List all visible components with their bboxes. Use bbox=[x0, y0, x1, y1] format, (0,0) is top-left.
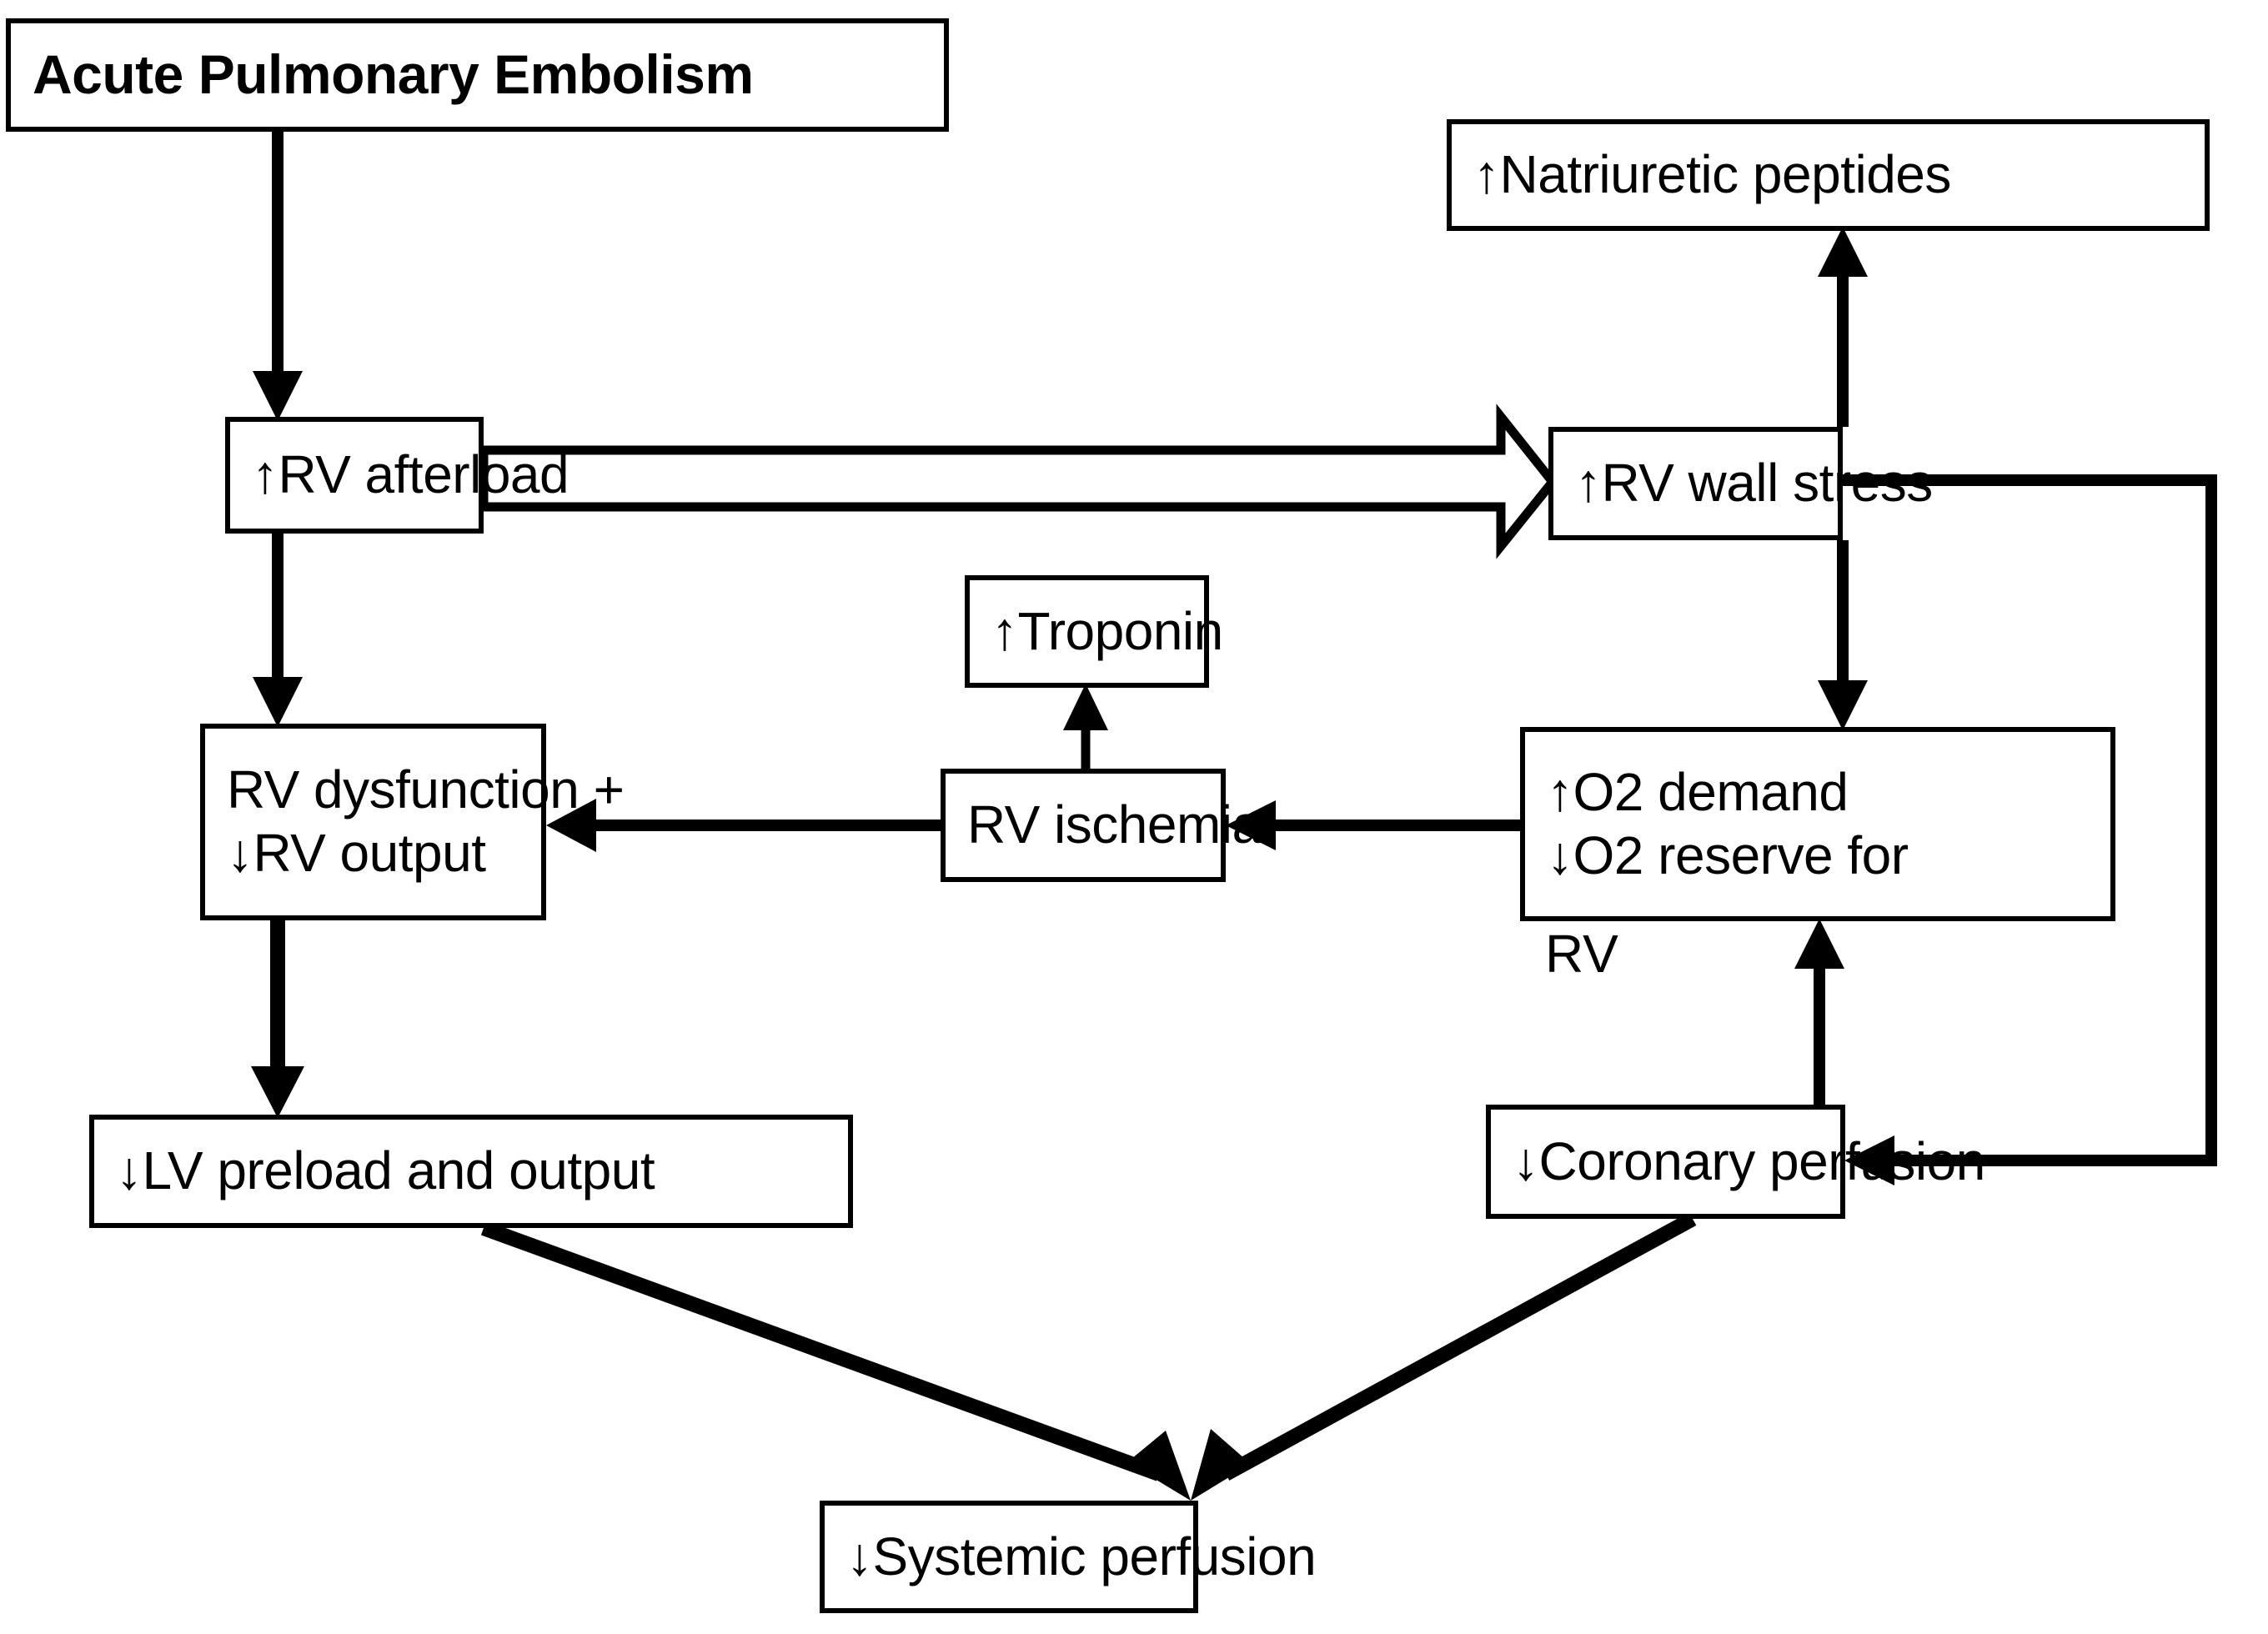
edge-coronary-to-systemic bbox=[1191, 1212, 1697, 1501]
edge-afterload-to-dysfunction bbox=[253, 534, 303, 727]
node-rv-wall-stress[interactable]: ↑RV wall stress bbox=[1548, 427, 1933, 540]
edge-afterload-to-wallstress bbox=[479, 403, 1559, 559]
edge-lv-to-systemic bbox=[480, 1220, 1191, 1501]
node-rv-wall-stress-label: ↑RV wall stress bbox=[1575, 453, 1933, 514]
node-systemic-perfusion-label: ↓Systemic perfusion bbox=[846, 1526, 1317, 1586]
node-lv-preload-output-label: ↓LV preload and output bbox=[116, 1140, 655, 1201]
edge-wallstress-to-coronary bbox=[1843, 474, 2217, 1185]
node-o2-demand-reserve-overflow-label: RV bbox=[1545, 924, 1618, 984]
node-coronary-perfusion[interactable]: ↓Coronary perfusion bbox=[1486, 1105, 1985, 1219]
node-systemic-perfusion[interactable]: ↓Systemic perfusion bbox=[820, 1501, 1317, 1613]
edge-coronary-to-o2 bbox=[1794, 919, 1844, 1105]
node-natriuretic-peptides[interactable]: ↑Natriuretic peptides bbox=[1447, 119, 2210, 231]
node-coronary-perfusion-label: ↓Coronary perfusion bbox=[1513, 1130, 1985, 1191]
edge-dysfunction-to-lv bbox=[251, 920, 304, 1118]
node-natriuretic-peptides-label: ↑Natriuretic peptides bbox=[1473, 144, 1951, 205]
node-acute-pe[interactable]: Acute Pulmonary Embolism bbox=[6, 18, 949, 132]
edge-pe-to-afterload bbox=[253, 132, 303, 421]
node-lv-preload-output[interactable]: ↓LV preload and output bbox=[89, 1115, 853, 1228]
node-troponin-label: ↑Troponin bbox=[991, 600, 1223, 661]
node-acute-pe-label: Acute Pulmonary Embolism bbox=[33, 43, 754, 106]
node-troponin[interactable]: ↑Troponin bbox=[965, 575, 1223, 688]
node-rv-dysfunction[interactable]: RV dysfunction + ↓RV output bbox=[200, 724, 625, 920]
edge-wallstress-to-o2 bbox=[1818, 540, 1868, 730]
edge-ischemia-to-dysfunction bbox=[546, 799, 941, 852]
node-rv-afterload[interactable]: ↑RV afterload bbox=[225, 417, 570, 534]
edge-ischemia-to-troponin bbox=[1063, 684, 1108, 769]
node-rv-afterload-label: ↑RV afterload bbox=[252, 444, 570, 505]
edge-wallstress-to-natriuretic bbox=[1818, 227, 1868, 427]
edge-o2-to-ischemia bbox=[1226, 800, 1520, 850]
node-o2-demand-reserve-label: ↑O2 demand ↓O2 reserve for bbox=[1547, 761, 1909, 885]
node-o2-demand-reserve[interactable]: ↑O2 demand ↓O2 reserve for bbox=[1520, 727, 2115, 921]
node-rv-ischemia-label: RV ischemia bbox=[967, 794, 1262, 855]
node-rv-ischemia[interactable]: RV ischemia bbox=[941, 769, 1262, 882]
node-rv-dysfunction-label: RV dysfunction + ↓RV output bbox=[227, 759, 625, 883]
